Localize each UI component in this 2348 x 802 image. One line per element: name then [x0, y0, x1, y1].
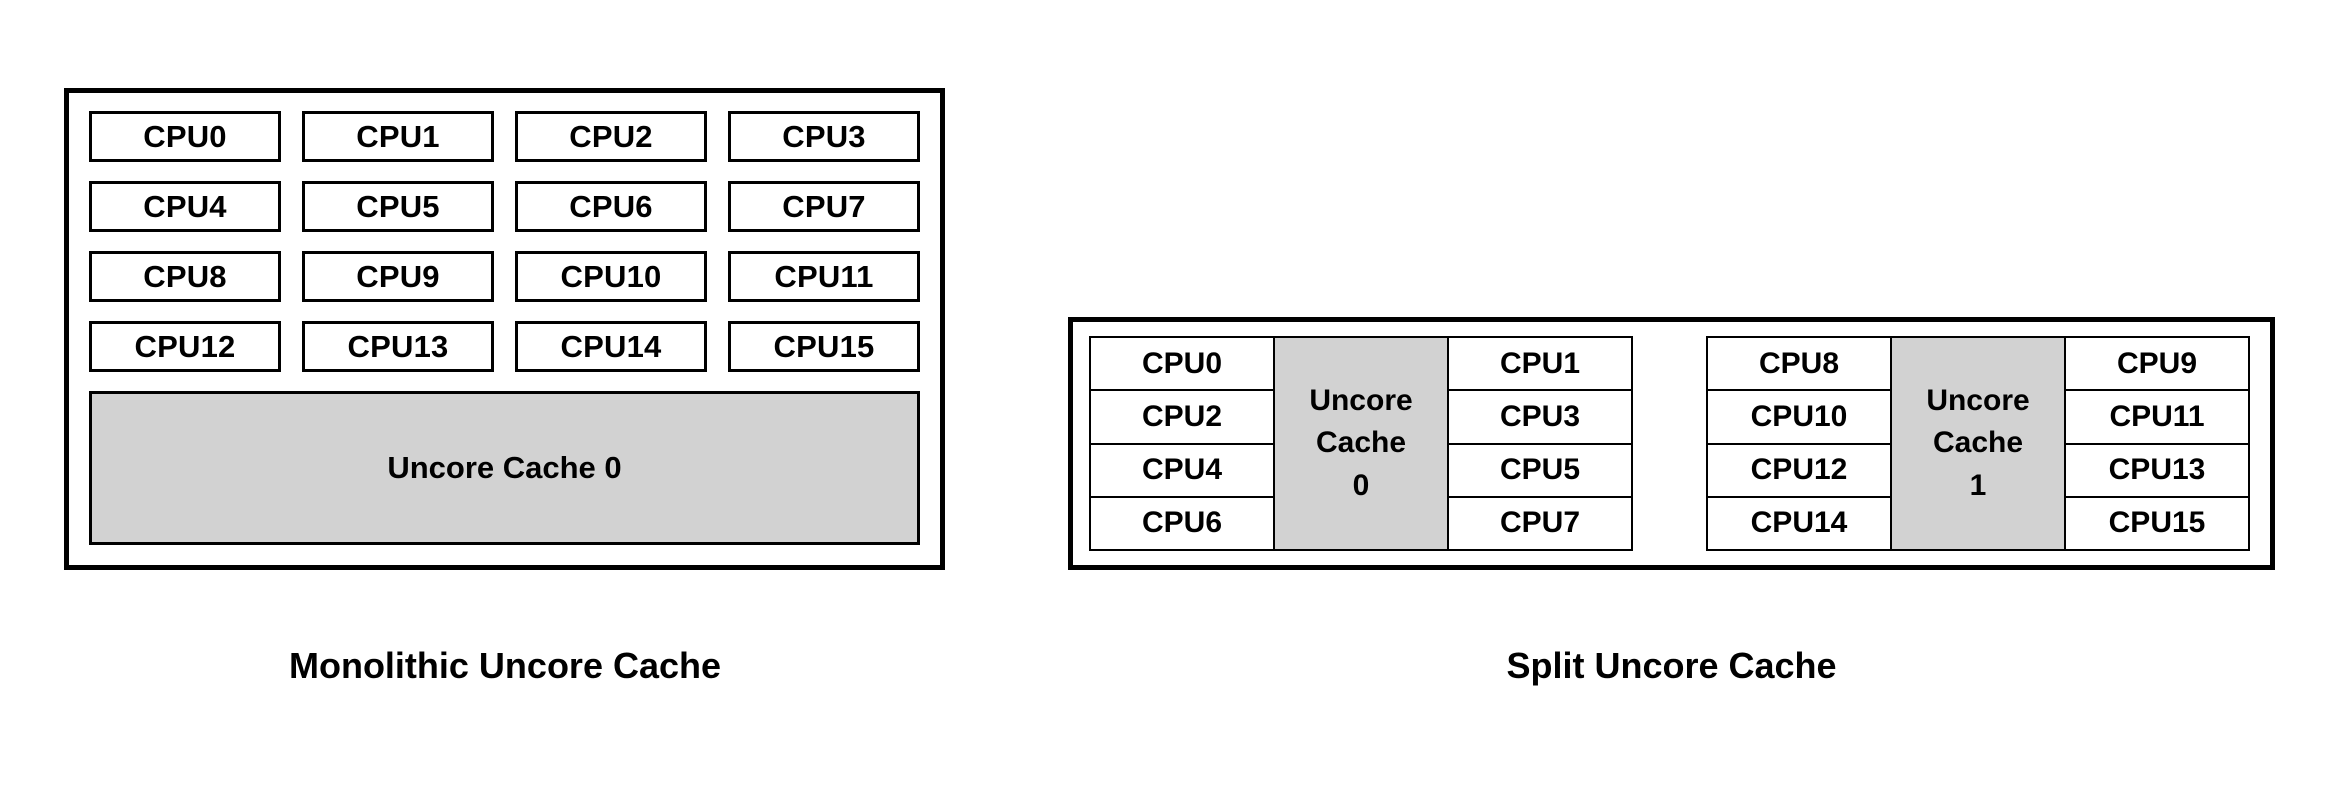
cpu-box: CPU12	[89, 321, 281, 372]
uncore-cache-label-line: Uncore	[1309, 383, 1413, 417]
cpu-cell: CPU8	[1706, 336, 1892, 392]
split-diagram-caption: Split Uncore Cache	[1506, 645, 1837, 686]
cpu-box: CPU3	[728, 111, 920, 162]
uncore-cache-label-line: Cache	[1932, 426, 2024, 460]
cpu-box: CPU6	[515, 181, 707, 232]
uncore-cache-label-line: Uncore	[1926, 383, 2030, 417]
monolithic-uncore-cache-diagram: CPU0 CPU1 CPU2 CPU3 CPU4 CPU5 CPU6 CPU7 …	[64, 88, 945, 570]
cpu-cell: CPU5	[1447, 442, 1633, 498]
cpu-cell: CPU1	[1447, 336, 1633, 392]
cpu-box: CPU14	[515, 321, 707, 372]
cpu-cell: CPU14	[1706, 495, 1892, 551]
cpu-cell: CPU7	[1447, 495, 1633, 551]
cpu-box: CPU5	[302, 181, 494, 232]
uncore-cache-block: Uncore Cache 0	[89, 391, 920, 545]
uncore-cache-label-line: 1	[1969, 468, 1987, 502]
cluster-right-cpu-column: CPU1 CPU3 CPU5 CPU7	[1447, 336, 1633, 551]
cpu-box: CPU15	[728, 321, 920, 372]
cpu-cell: CPU0	[1089, 336, 1275, 392]
cpu-cell: CPU10	[1706, 389, 1892, 445]
cpu-cell: CPU2	[1089, 389, 1275, 445]
cluster-left-cpu-column: CPU8 CPU10 CPU12 CPU14	[1706, 336, 1892, 551]
uncore-cache-block: Uncore Cache 0	[1273, 336, 1449, 551]
monolithic-package-outline: CPU0 CPU1 CPU2 CPU3 CPU4 CPU5 CPU6 CPU7 …	[64, 88, 945, 570]
monolithic-diagram-caption: Monolithic Uncore Cache	[288, 645, 722, 686]
uncore-cache-block: Uncore Cache 1	[1890, 336, 2066, 551]
cpu-box: CPU7	[728, 181, 920, 232]
cpu-box: CPU13	[302, 321, 494, 372]
cpu-box: CPU9	[302, 251, 494, 302]
cache-cluster: CPU0 CPU2 CPU4 CPU6 Uncore Cache 0 CPU1 …	[1089, 336, 1637, 551]
cpu-box: CPU4	[89, 181, 281, 232]
cpu-box: CPU0	[89, 111, 281, 162]
cpu-cell: CPU12	[1706, 442, 1892, 498]
cpu-cell: CPU4	[1089, 442, 1275, 498]
cpu-box: CPU11	[728, 251, 920, 302]
cpu-cell: CPU3	[1447, 389, 1633, 445]
cluster-left-cpu-column: CPU0 CPU2 CPU4 CPU6	[1089, 336, 1275, 551]
cpu-cell: CPU6	[1089, 495, 1275, 551]
split-uncore-cache-diagram: CPU0 CPU2 CPU4 CPU6 Uncore Cache 0 CPU1 …	[1068, 317, 2275, 570]
cpu-cell: CPU11	[2064, 389, 2250, 445]
cpu-box: CPU8	[89, 251, 281, 302]
cpu-box: CPU1	[302, 111, 494, 162]
monolithic-cpu-grid: CPU0 CPU1 CPU2 CPU3 CPU4 CPU5 CPU6 CPU7 …	[89, 111, 920, 372]
cpu-cell: CPU15	[2064, 495, 2250, 551]
cpu-cell: CPU9	[2064, 336, 2250, 392]
uncore-cache-label-line: 0	[1352, 468, 1370, 502]
split-package-outline: CPU0 CPU2 CPU4 CPU6 Uncore Cache 0 CPU1 …	[1068, 317, 2275, 570]
uncore-cache-label-line: Cache	[1315, 426, 1407, 460]
cpu-box: CPU10	[515, 251, 707, 302]
cache-cluster: CPU8 CPU10 CPU12 CPU14 Uncore Cache 1 CP…	[1706, 336, 2254, 551]
cluster-right-cpu-column: CPU9 CPU11 CPU13 CPU15	[2064, 336, 2250, 551]
cpu-cell: CPU13	[2064, 442, 2250, 498]
cpu-box: CPU2	[515, 111, 707, 162]
